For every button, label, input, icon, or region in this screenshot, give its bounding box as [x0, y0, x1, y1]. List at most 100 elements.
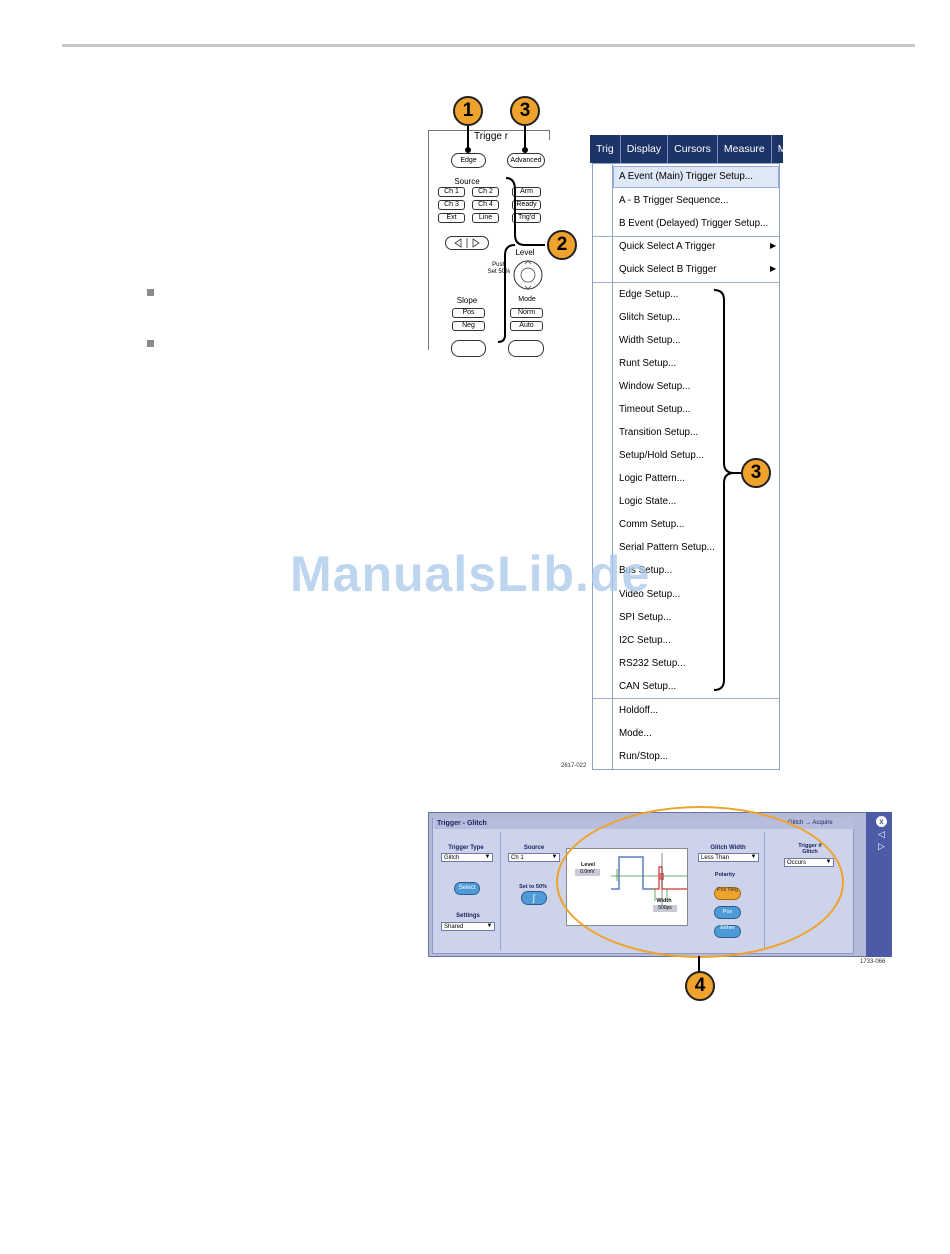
select-button[interactable]: Select	[454, 882, 480, 895]
submenu-arrow-icon: ▶	[770, 241, 777, 250]
source-ext-button[interactable]: Ext	[438, 213, 465, 223]
submenu-arrow-icon: ▶	[770, 264, 777, 273]
menu-separator	[593, 236, 779, 237]
menu-item-a-event-setup[interactable]: A Event (Main) Trigger Setup...	[613, 166, 779, 188]
panel-frame	[428, 130, 429, 140]
menu-item-a-b-sequence[interactable]: A - B Trigger Sequence...	[619, 195, 729, 206]
source-label: Source	[454, 177, 480, 186]
mode-norm-button[interactable]: Norm	[510, 308, 543, 318]
mode-label: Mode	[518, 296, 536, 303]
source-ch1-button[interactable]: Ch 1	[438, 187, 465, 197]
callout-dot	[522, 147, 528, 153]
bullet-marker	[147, 289, 154, 296]
window-side-strip	[866, 812, 892, 957]
menu-item-quick-select-b[interactable]: Quick Select B Trigger	[619, 264, 717, 275]
callout-4: 4	[685, 971, 715, 1001]
panel-frame	[428, 140, 429, 350]
source-ch4-button[interactable]: Ch 4	[472, 200, 499, 210]
source-label: Source	[523, 845, 545, 851]
menu-trig[interactable]: Trig	[590, 135, 621, 163]
menu-item-serial-pattern-setup[interactable]: Serial Pattern Setup...	[619, 542, 715, 553]
trigger-type-label: Trigger Type	[448, 845, 484, 851]
figure-number: 1733-066	[860, 959, 886, 965]
menu-item-run-stop[interactable]: Run/Stop...	[619, 751, 669, 762]
force-trig-button[interactable]	[451, 340, 486, 357]
dropdown-arrow-icon: ▼	[551, 854, 558, 860]
menu-gutter	[593, 164, 613, 769]
slope-neg-button[interactable]: Neg	[452, 321, 485, 331]
settings-label: Settings	[456, 913, 480, 919]
panel-frame	[428, 130, 550, 131]
menu-separator	[593, 698, 779, 699]
callout-leaders	[467, 126, 545, 343]
menu-bar: Trig Display Cursors Measure M	[590, 135, 787, 163]
source-ch3-button[interactable]: Ch 3	[438, 200, 465, 210]
menu-item-spi-setup[interactable]: SPI Setup...	[619, 612, 672, 623]
menu-item-video-setup[interactable]: Video Setup...	[619, 589, 681, 600]
dropdown-arrow-icon: ▼	[484, 854, 491, 860]
callout-3: 3	[741, 458, 771, 488]
trigger-type-select[interactable]: Glitch ▼	[441, 853, 493, 862]
menu-separator	[593, 282, 779, 283]
menu-more[interactable]: M	[777, 143, 787, 155]
advanced-button[interactable]: Advanced	[507, 153, 545, 168]
column-divider	[500, 832, 501, 950]
knob-icon	[513, 260, 543, 290]
menu-item-logic-state[interactable]: Logic State...	[619, 496, 677, 507]
menu-item-glitch-setup[interactable]: Glitch Setup...	[619, 312, 681, 323]
source-line-button[interactable]: Line	[472, 213, 499, 223]
menu-item-can-setup[interactable]: CAN Setup...	[619, 681, 677, 692]
menu-item-comm-setup[interactable]: Comm Setup...	[619, 519, 685, 530]
set-to-50-label: Set to 50%	[519, 884, 547, 890]
menu-item-holdoff[interactable]: Holdoff...	[619, 705, 659, 716]
trigger-type-value: Glitch	[444, 855, 460, 861]
level-knob[interactable]	[512, 259, 544, 291]
single-button[interactable]	[508, 340, 544, 357]
edge-button[interactable]: Edge	[451, 153, 486, 168]
menu-item-quick-select-a[interactable]: Quick Select A Trigger	[619, 241, 716, 252]
expand-right-icon[interactable]: ▷	[878, 841, 885, 851]
menu-item-width-setup[interactable]: Width Setup...	[619, 335, 681, 346]
menu-item-edge-setup[interactable]: Edge Setup...	[619, 289, 679, 300]
menu-item-rs232-setup[interactable]: RS232 Setup...	[619, 658, 686, 669]
menu-item-transition-setup[interactable]: Transition Setup...	[619, 427, 699, 438]
arm-indicator: Arm	[512, 187, 541, 197]
bullet-marker	[147, 340, 154, 347]
menu-item-i2c-setup[interactable]: I2C Setup...	[619, 635, 671, 646]
menu-item-timeout-setup[interactable]: Timeout Setup...	[619, 404, 691, 415]
callout-leader	[698, 956, 700, 972]
menu-item-setup-hold-setup[interactable]: Setup/Hold Setup...	[619, 450, 704, 461]
callout-3: 3	[510, 96, 540, 126]
collapse-left-icon[interactable]: ◁	[878, 829, 885, 839]
menu-item-bus-setup[interactable]: Bus Setup...	[619, 565, 673, 576]
set-to-50-button[interactable]: ∫	[521, 891, 547, 905]
mode-auto-button[interactable]: Auto	[510, 321, 543, 331]
source-ch2-button[interactable]: Ch 2	[472, 187, 499, 197]
settings-value: Shared	[444, 924, 464, 930]
panel-frame	[549, 130, 550, 140]
dropdown-arrow-icon: ▼	[486, 923, 493, 929]
menu-cursors[interactable]: Cursors	[668, 135, 718, 163]
source-select[interactable]: Ch 1▼	[508, 853, 560, 862]
callout-2: 2	[547, 230, 577, 260]
settings-select[interactable]: Shared ▼	[441, 922, 495, 931]
menu-item-window-setup[interactable]: Window Setup...	[619, 381, 691, 392]
trigd-indicator: Trig'd	[512, 213, 541, 223]
callout-1: 1	[453, 96, 483, 126]
panel-title: Trigge r	[472, 131, 511, 142]
menu-item-b-event-setup[interactable]: B Event (Delayed) Trigger Setup...	[619, 218, 769, 229]
menu-item-mode[interactable]: Mode...	[619, 728, 652, 739]
menu-display[interactable]: Display	[621, 135, 669, 163]
close-icon[interactable]: x	[876, 816, 887, 827]
glitch-acquire-link[interactable]: Glitch → Acquire	[788, 820, 833, 826]
menu-item-runt-setup[interactable]: Runt Setup...	[619, 358, 677, 369]
slope-pos-button[interactable]: Pos	[452, 308, 485, 318]
menu-measure[interactable]: Measure	[718, 135, 772, 163]
callout-dot	[465, 147, 471, 153]
ready-indicator: Ready	[512, 200, 541, 210]
header-rule	[62, 44, 915, 47]
source-scroll-buttons[interactable]	[445, 236, 489, 250]
callout-brace	[713, 289, 748, 691]
slope-label: Slope	[456, 296, 478, 305]
menu-item-logic-pattern[interactable]: Logic Pattern...	[619, 473, 685, 484]
